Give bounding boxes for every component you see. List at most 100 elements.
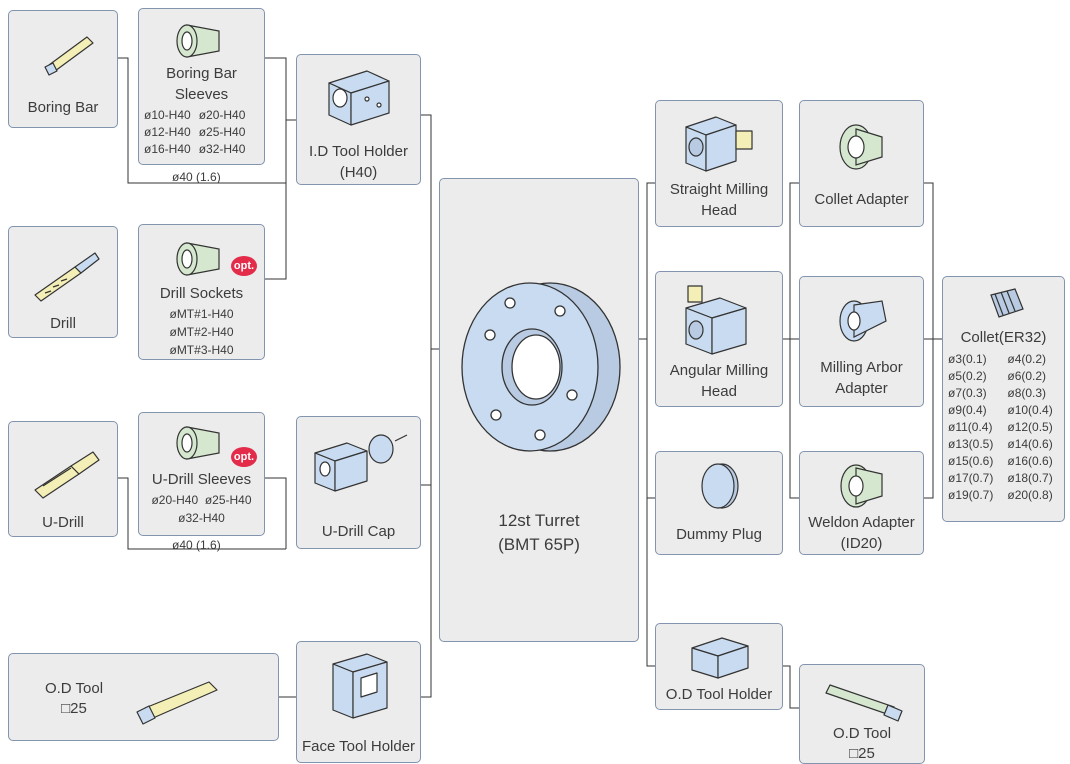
od-tool-left-size: □25 (61, 700, 87, 717)
size-item: ø32-H40 (178, 511, 225, 525)
size-item: ø12(0.5) (1007, 420, 1053, 434)
socket-size-2: øMT#2-H40 (169, 325, 234, 339)
drill-sockets-label: Drill Sockets (159, 285, 244, 302)
drill-label: Drill (50, 315, 76, 332)
milling-arbor-adapter-box: Milling Arbor Adapter (799, 276, 924, 407)
u-drill-cap-icon (314, 434, 408, 492)
size-item: ø3(0.1) (948, 352, 987, 366)
weldon-adapter-box: Weldon Adapter (ID20) (799, 451, 924, 555)
udrill-extra-size: ø40 (1.6) (172, 538, 221, 552)
boring-bar-label: Boring Bar (27, 99, 99, 116)
collet-icon (990, 288, 1024, 318)
od-tool-holder-label: O.D Tool Holder (665, 686, 773, 703)
od-tool-holder-icon (691, 637, 749, 679)
angular-milling-head-label: Angular Milling Head (669, 362, 769, 400)
face-tool-holder-box: Face Tool Holder (296, 641, 421, 763)
id-tool-holder-box: I.D Tool Holder (H40) (296, 54, 421, 185)
size-item: ø25-H40 (198, 125, 246, 139)
size-item: ø9(0.4) (948, 403, 987, 417)
milling-arbor-adapter-label: Milling Arbor Adapter (820, 359, 903, 397)
straight-milling-head-box: Straight Milling Head (655, 100, 783, 227)
size-item: ø19(0.7) (948, 488, 994, 502)
u-drill-cap-label: U-Drill Cap (321, 523, 396, 540)
face-tool-holder-icon (332, 653, 388, 719)
od-tool-left-box: O.D Tool □25 (8, 653, 279, 741)
size-item: ø4(0.2) (1007, 352, 1047, 366)
angular-milling-head-icon (685, 285, 747, 355)
size-item: ø6(0.2) (1007, 369, 1047, 383)
boring-bar-box: Boring Bar (8, 10, 118, 128)
weldon-adapter-label: Weldon Adapter (ID20) (808, 514, 915, 552)
dummy-plug-icon (701, 463, 739, 509)
size-item: ø10-H40 (144, 108, 191, 122)
u-drill-box: U-Drill (8, 421, 118, 537)
size-item: ø15(0.6) (948, 454, 994, 468)
sleeve-icon (176, 24, 220, 58)
size-item: ø7(0.3) (948, 386, 987, 400)
turret-box: 12st Turret (BMT 65P) (439, 178, 639, 642)
collet-adapter-label: Collet Adapter (814, 191, 909, 208)
od-tool-right-box: O.D Tool □25 (799, 664, 925, 764)
size-item: ø12-H40 (144, 125, 191, 139)
optional-badge: opt. (231, 447, 257, 467)
size-item: ø20-H40 (151, 493, 199, 507)
face-tool-holder-label: Face Tool Holder (301, 738, 416, 755)
collet-adapter-icon (839, 124, 883, 170)
turret-title: 12st Turret (498, 511, 580, 530)
boring-bar-sleeves-label: Boring Bar Sleeves (166, 65, 237, 103)
size-item: ø16-H40 (144, 142, 191, 156)
turret-icon (461, 282, 621, 452)
size-item: ø11(0.4) (948, 420, 993, 434)
u-drill-label: U-Drill (42, 514, 84, 531)
size-item: ø10(0.4) (1007, 403, 1053, 417)
collet-label: Collet(ER32) (960, 329, 1047, 346)
u-drill-sleeves-box: opt. U-Drill Sleeves ø20-H40 ø25-H40 ø32… (138, 412, 265, 536)
size-item: ø20(0.8) (1007, 488, 1053, 502)
od-tool-icon (136, 681, 218, 725)
size-item: ø25-H40 (204, 493, 252, 507)
milling-arbor-adapter-icon (839, 300, 887, 342)
socket-size-1: øMT#1-H40 (169, 307, 234, 321)
optional-badge: opt. (231, 256, 257, 276)
u-sleeve-sizes-row: ø20-H40 ø25-H40 (139, 492, 264, 509)
size-item: ø20-H40 (198, 108, 246, 122)
size-item: ø13(0.5) (948, 437, 994, 451)
drill-socket-icon (176, 242, 220, 276)
size-item: ø14(0.6) (1007, 437, 1053, 451)
boring-bar-sleeves-box: Boring Bar Sleeves ø10-H40 ø20-H40 ø12-H… (138, 8, 265, 165)
id-tool-holder-label: I.D Tool Holder (H40) (309, 143, 408, 181)
size-item: ø18(0.7) (1007, 471, 1053, 485)
size-item: ø16(0.6) (1007, 454, 1053, 468)
u-drill-icon (34, 451, 100, 499)
turret-model: (BMT 65P) (498, 535, 580, 554)
dummy-plug-box: Dummy Plug (655, 451, 783, 555)
dummy-plug-label: Dummy Plug (676, 526, 762, 543)
collet-adapter-box: Collet Adapter (799, 100, 924, 227)
straight-milling-head-label: Straight Milling Head (669, 181, 769, 219)
size-item: ø17(0.7) (948, 471, 994, 485)
size-item: ø5(0.2) (948, 369, 987, 383)
boring-bar-icon (44, 36, 94, 76)
od-tool-holder-box: O.D Tool Holder (655, 623, 783, 710)
od-tool-left-label: O.D Tool (44, 680, 104, 697)
od-tool-right-size: □25 (849, 745, 875, 762)
collet-box: Collet(ER32) ø3(0.1) ø4(0.2) ø5(0.2) ø6(… (942, 276, 1065, 522)
collet-size-list: ø3(0.1) ø4(0.2) ø5(0.2) ø6(0.2) ø7(0.3) … (948, 351, 1053, 504)
u-drill-sleeves-label: U-Drill Sleeves (151, 471, 252, 488)
id-tool-holder-icon (328, 70, 390, 126)
weldon-adapter-icon (840, 464, 883, 508)
drill-sockets-box: opt. Drill Sockets øMT#1-H40 øMT#2-H40 ø… (138, 224, 265, 360)
drill-box: Drill (8, 226, 118, 338)
od-tool-icon (825, 684, 903, 722)
u-drill-sleeve-icon (176, 426, 220, 460)
u-drill-cap-box: U-Drill Cap (296, 416, 421, 549)
socket-size-3: øMT#3-H40 (169, 343, 234, 357)
straight-milling-head-icon (685, 116, 753, 172)
drill-icon (34, 252, 100, 302)
size-item: ø8(0.3) (1007, 386, 1047, 400)
boring-sleeve-size-list: ø10-H40 ø20-H40 ø12-H40 ø25-H40 ø16-H40 … (144, 107, 245, 158)
boring-extra-size: ø40 (1.6) (172, 170, 221, 184)
size-item: ø32-H40 (198, 142, 246, 156)
od-tool-right-label: O.D Tool (832, 725, 892, 742)
